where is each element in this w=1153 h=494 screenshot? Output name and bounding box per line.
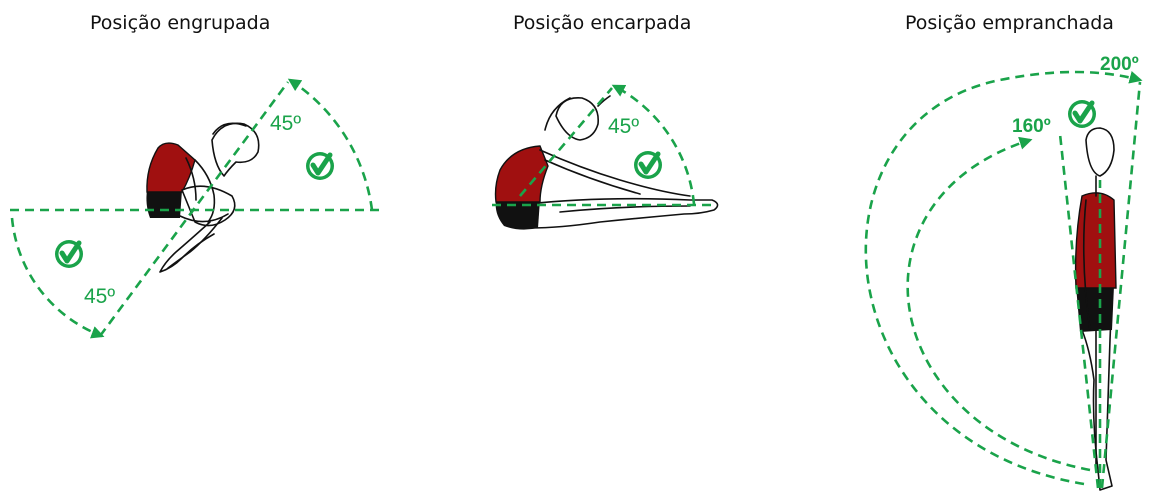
outer-arc-arrow [864,70,1143,486]
pike-arc-arrow [611,84,696,205]
check-circle-icon [634,151,662,179]
straight-figure [1074,127,1117,491]
diagonal-line [519,87,613,197]
pike-guides [492,84,714,207]
diagonal-line [98,81,290,337]
inner-arc-arrow [906,136,1091,472]
lower-arc-arrow [10,217,105,339]
title-pike-position: Posição encarpada [513,12,692,34]
title-tuck-position: Posição engrupada [90,12,271,34]
angle-label-tuck-upper: 45º [270,112,301,135]
angle-label-tuck-lower: 45º [84,285,115,308]
straight-guides [864,70,1143,489]
check-circle-icon [55,240,83,268]
check-circle-icon [1068,100,1096,128]
tuck-guides [10,78,384,339]
angle-label-pike: 45º [608,115,639,138]
angle-label-200: 200º [1100,54,1139,75]
upper-arc-arrow [287,78,374,211]
pike-figure [494,95,719,230]
title-straight-position: Posição empranchada [905,12,1114,34]
tuck-figure [146,122,260,273]
angle-label-160: 160º [1012,116,1051,137]
outer-line [1100,81,1142,489]
check-circle-icon [306,152,334,180]
